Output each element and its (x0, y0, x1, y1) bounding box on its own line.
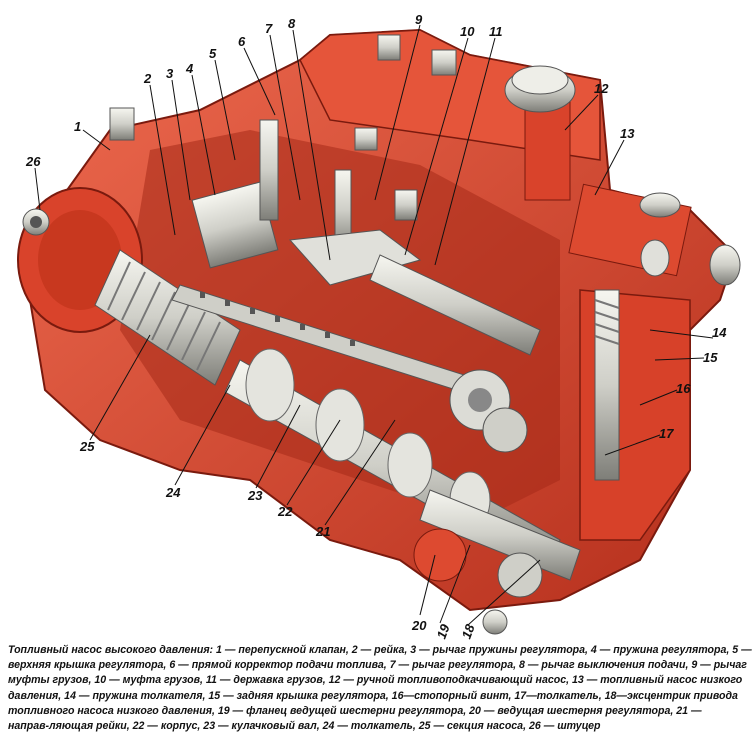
callout-20: 20 (411, 618, 427, 633)
callout-15: 15 (703, 350, 718, 365)
figure-caption: Топливный насос высокого давления: 1 — п… (8, 643, 752, 734)
callout-10: 10 (460, 24, 475, 39)
callout-13: 13 (620, 126, 635, 141)
callout-4: 4 (185, 61, 194, 76)
callout-23: 23 (247, 488, 263, 503)
callout-18: 18 (459, 621, 478, 640)
callout-5: 5 (209, 46, 217, 61)
low-pressure-pump (568, 183, 741, 286)
caption-line: Топливный насос высокого давления: 1 — п… (8, 644, 752, 656)
tappet-assembly (594, 289, 620, 481)
pump-section (94, 249, 241, 386)
callout-2: 2 (143, 71, 152, 86)
callout-11: 11 (489, 24, 503, 39)
pump-cutaway-illustration: 1 2 3 4 5 6 7 8 9 10 11 12 13 14 15 16 1… (17, 12, 741, 641)
callout-16: 16 (676, 381, 691, 396)
caption-line: верхняя крышка регулятора, 6 — прямой ко… (8, 659, 747, 672)
regulator-mechanism (191, 119, 541, 453)
callout-21: 21 (315, 524, 330, 539)
callout-9: 9 (415, 12, 423, 27)
callout-25: 25 (79, 439, 95, 454)
callout-12: 12 (594, 81, 609, 96)
callout-14: 14 (712, 325, 727, 340)
callout-labels: 1 2 3 4 5 6 7 8 9 10 11 12 13 14 15 16 1… (25, 12, 727, 641)
caption-line: давления, 14 — пружина толкателя, 15 — з… (8, 689, 738, 702)
leader-lines (34, 24, 714, 626)
callout-17: 17 (659, 426, 674, 441)
callout-1: 1 (74, 119, 81, 134)
callout-3: 3 (166, 66, 174, 81)
caption-line: направ-ляющая рейки, 22 — корпус, 23 — к… (8, 720, 601, 733)
top-fittings (109, 34, 457, 221)
callout-26: 26 (25, 154, 41, 169)
caption-line: топливного насоса низкого давления, 19 —… (8, 704, 702, 717)
callout-24: 24 (165, 485, 181, 500)
callout-19: 19 (434, 621, 453, 640)
hand-primer-pump (504, 65, 576, 201)
callout-22: 22 (277, 504, 293, 519)
left-flange (17, 187, 143, 333)
callout-7: 7 (265, 21, 273, 36)
callout-8: 8 (288, 16, 296, 31)
caption-line: муфты грузов, 10 — муфта грузов, 11 — де… (8, 674, 743, 687)
callout-6: 6 (238, 34, 246, 49)
